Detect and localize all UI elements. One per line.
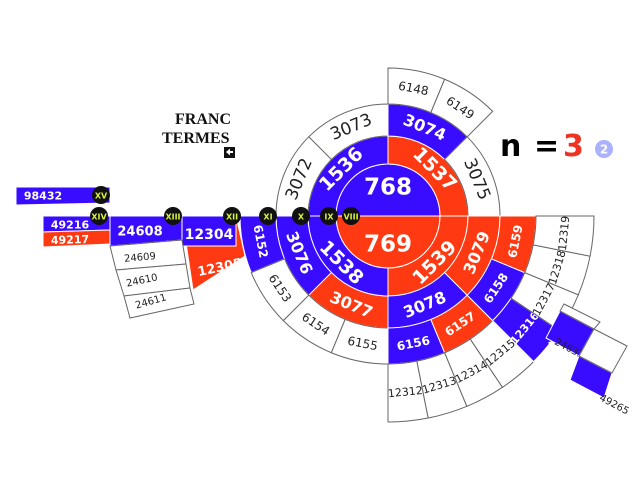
roman-marker-label: X [298, 213, 305, 222]
formula-subscript: 2 [600, 143, 608, 157]
title-line1: FRANC [175, 111, 231, 128]
level5-12304-label: 12304 [185, 227, 234, 243]
roman-marker-label: XIII [165, 213, 180, 222]
roman-marker-label: IX [324, 213, 334, 222]
formula-value: 3 [563, 129, 584, 164]
formula-subscript-badge [595, 140, 613, 158]
level6-24611-segment [123, 287, 195, 319]
roman-marker-badge [292, 207, 310, 225]
kasparov-logo-icon [224, 147, 235, 158]
title-line2: TERMES [162, 130, 230, 147]
level3-3073-sector [308, 103, 389, 161]
roman-markers: VIII IX X XI XII XIII XIV XV [90, 186, 360, 225]
level4-6149-sector [430, 78, 494, 138]
level4-6155-label: 6155 [346, 334, 379, 354]
roman-marker-badge [92, 186, 110, 204]
roman-marker-label: XV [95, 192, 108, 201]
level5-12319-label: 12319 [556, 215, 572, 251]
level3-3075-sector [443, 136, 501, 217]
level7-49217-segment [42, 229, 111, 248]
formula-equals: = [534, 129, 559, 164]
level7-49217-label: 49217 [51, 233, 90, 247]
branch-segments: 1230512304246082460924610246114921649217… [15, 186, 631, 424]
roman-marker-badge [342, 207, 360, 225]
roman-marker-badge [320, 207, 338, 225]
center-upper-label: 768 [364, 174, 412, 200]
level8-98432-segment [15, 186, 111, 206]
roman-marker-label: XI [263, 213, 272, 222]
level4-6148-sector [387, 67, 446, 114]
roman-marker-badge [223, 207, 241, 225]
level7-49265-segment [578, 328, 628, 374]
level4-6152-label: 6152 [250, 224, 270, 259]
roman-marker-badge [259, 207, 277, 225]
formula: n = 3 2 [500, 129, 613, 164]
level6-24609-label: 24609 [124, 251, 157, 265]
level5-12319-sector [532, 215, 595, 257]
level4-6156-label: 6156 [396, 333, 431, 353]
level4-6159-label: 6159 [505, 224, 525, 259]
level8-98432-label: 98432 [24, 190, 62, 203]
level4-6148-label: 6148 [397, 79, 430, 99]
level6-24608-label: 24608 [117, 225, 162, 240]
roman-marker-badge [90, 207, 108, 225]
roman-marker-label: XII [226, 213, 238, 222]
roman-marker-label: VIII [343, 213, 358, 222]
level5-12312-label: 12312 [387, 384, 423, 400]
level7-49216-label: 49216 [51, 219, 90, 232]
roman-marker-label: XIV [91, 213, 107, 222]
center-lower-label: 769 [364, 232, 412, 258]
formula-symbol: n [500, 129, 521, 164]
roman-marker-badge [164, 207, 182, 225]
